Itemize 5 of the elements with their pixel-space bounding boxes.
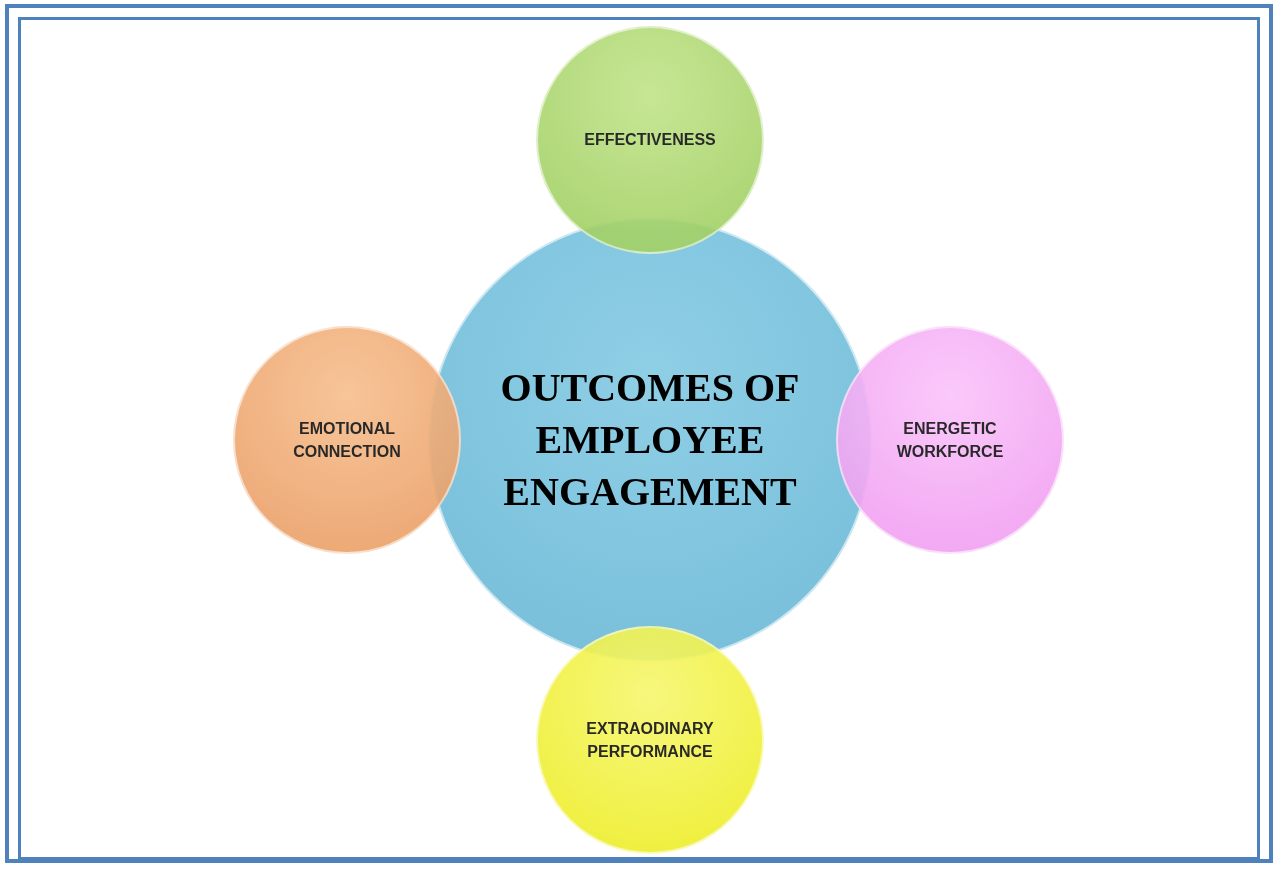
circle-label: EXTRAODINARY PERFORMANCE (585, 718, 715, 762)
central-title: OUTCOMES OF EMPLOYEE ENGAGEMENT (499, 364, 801, 516)
circle-label: EFFECTIVENESS (584, 130, 716, 151)
circle-label: EMOTIONAL CONNECTION (292, 418, 402, 462)
circle-label: ENERGETIC WORKFORCE (895, 418, 1005, 462)
